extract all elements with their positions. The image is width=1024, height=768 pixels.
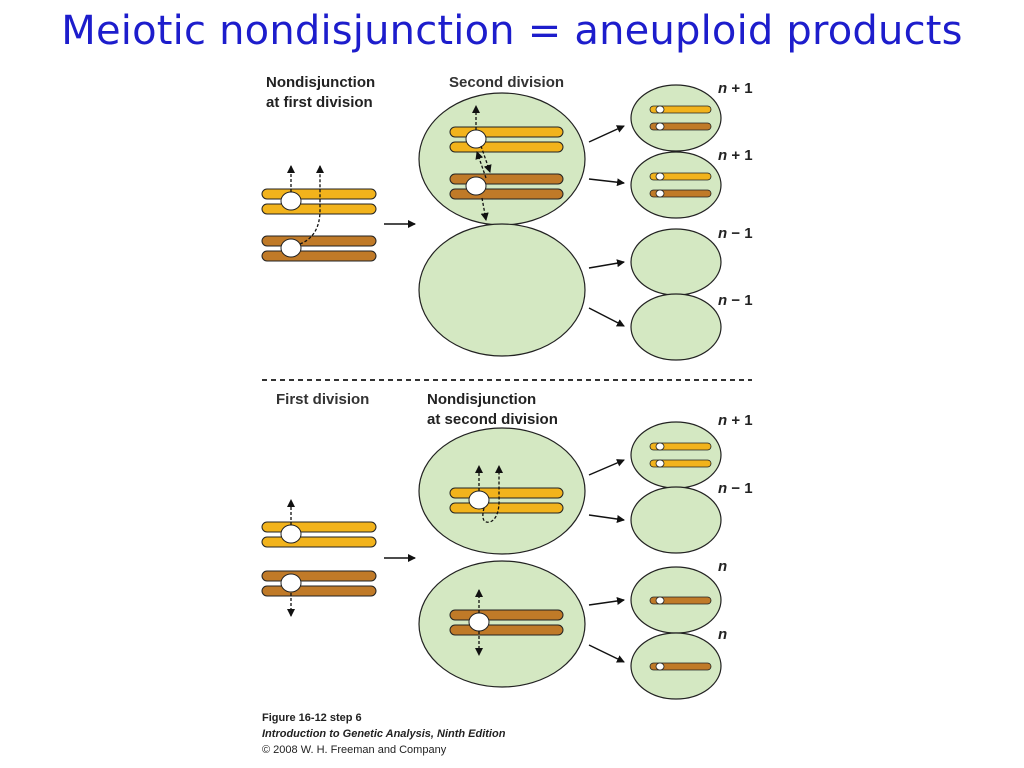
arrow-to-product bbox=[588, 459, 625, 476]
second-division-cell-lower bbox=[418, 223, 586, 357]
ploidy-suffix: − 1 bbox=[727, 480, 753, 497]
ploidy-n: n bbox=[718, 292, 728, 309]
top-nondisjunction-label: Nondisjunction at first division bbox=[266, 73, 375, 113]
product-label: n bbox=[718, 558, 727, 575]
bottom-stage-label: First division bbox=[276, 391, 370, 408]
product-label: n bbox=[718, 626, 727, 643]
bottom-nondisjunction-label: Nondisjunction at second division bbox=[427, 390, 558, 430]
second-division-cell-upper bbox=[418, 92, 586, 226]
ploidy-suffix: + 1 bbox=[727, 412, 753, 429]
chromosome-yellow bbox=[449, 126, 564, 153]
product-cell-bottom-4 bbox=[630, 632, 722, 700]
top-parent-chromosomes bbox=[261, 165, 377, 262]
arrow-to-product bbox=[588, 514, 625, 523]
ploidy-n: n bbox=[718, 80, 728, 97]
arrow-to-product bbox=[588, 178, 625, 187]
ploidy-suffix: + 1 bbox=[727, 147, 753, 164]
slide-title: Meiotic nondisjunction = aneuploid produ… bbox=[61, 8, 963, 54]
chromosome-pair-brown bbox=[261, 570, 377, 597]
ploidy-n: n bbox=[718, 412, 728, 429]
product-label: n − 1 bbox=[718, 225, 753, 242]
ploidy-n: n bbox=[718, 225, 728, 242]
ploidy-suffix: − 1 bbox=[727, 292, 753, 309]
chromosome-pair-brown bbox=[261, 235, 377, 262]
label-line: at second division bbox=[427, 411, 558, 428]
ploidy-suffix: + 1 bbox=[727, 80, 753, 97]
ploidy-n: n bbox=[718, 626, 728, 643]
copyright-notice: © 2008 W. H. Freeman and Company bbox=[262, 744, 447, 756]
product-cell-top-1 bbox=[630, 84, 722, 152]
chromosome-pair-yellow bbox=[261, 188, 377, 215]
ploidy-n: n bbox=[718, 147, 728, 164]
label-line: at first division bbox=[266, 94, 373, 111]
ploidy-n: n bbox=[718, 480, 728, 497]
chromosome-brown bbox=[449, 173, 564, 200]
ploidy-suffix: − 1 bbox=[727, 225, 753, 242]
product-cell-bottom-3 bbox=[630, 566, 722, 634]
arrow-to-product bbox=[588, 644, 625, 663]
product-label: n + 1 bbox=[718, 80, 753, 97]
second-division-cell-lower bbox=[418, 560, 586, 688]
figure-caption: Figure 16-12 step 6 bbox=[262, 712, 362, 724]
second-division-cell-upper bbox=[418, 427, 586, 555]
product-cell-bottom-1 bbox=[630, 421, 722, 489]
spindle-pull-arrows bbox=[287, 165, 324, 245]
book-title: Introduction to Genetic Analysis, Ninth … bbox=[262, 728, 506, 740]
top-stage-label: Second division bbox=[449, 74, 565, 91]
ploidy-n: n bbox=[718, 558, 728, 575]
product-cell-top-2 bbox=[630, 151, 722, 219]
product-label: n − 1 bbox=[718, 480, 753, 497]
product-cell-bottom-2 bbox=[630, 486, 722, 554]
product-label: n + 1 bbox=[718, 147, 753, 164]
chromosome-pair-yellow bbox=[261, 521, 377, 548]
arrow-to-product bbox=[588, 125, 625, 143]
label-line: Nondisjunction bbox=[266, 74, 376, 91]
product-label: n + 1 bbox=[718, 412, 753, 429]
arrow-to-product bbox=[588, 307, 625, 327]
product-cell-top-4 bbox=[630, 293, 722, 361]
product-label: n − 1 bbox=[718, 292, 753, 309]
arrow-to-product bbox=[588, 259, 625, 269]
product-cell-top-3 bbox=[630, 228, 722, 296]
arrow-to-product bbox=[588, 597, 625, 606]
label-line: Nondisjunction bbox=[427, 391, 537, 408]
bottom-parent-chromosomes bbox=[261, 499, 377, 617]
